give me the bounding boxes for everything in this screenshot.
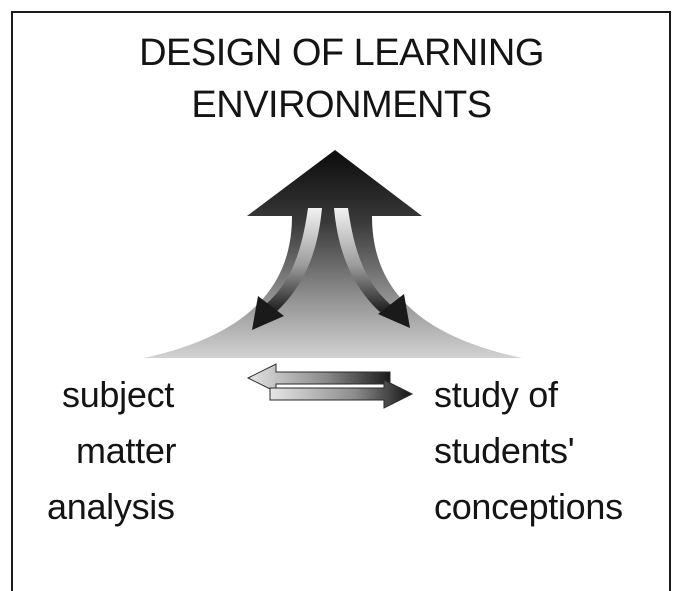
main-upward-arrow bbox=[144, 150, 522, 358]
right-label-line-1: study of bbox=[434, 374, 558, 415]
double-arrow bbox=[246, 363, 414, 409]
right-label-line-3: conceptions bbox=[434, 486, 623, 527]
right-curved-arrow bbox=[334, 208, 410, 328]
title-line-2: ENVIRONMENTS bbox=[191, 84, 492, 126]
diagram-frame bbox=[11, 11, 671, 591]
left-curved-arrow bbox=[252, 208, 322, 330]
right-label-line-2: students' bbox=[434, 430, 575, 471]
left-label-line-2: matter bbox=[76, 430, 177, 471]
left-label-line-1: subject bbox=[62, 374, 174, 415]
left-label-line-3: analysis bbox=[47, 486, 175, 527]
title-line-1: DESIGN OF LEARNING bbox=[139, 32, 544, 74]
